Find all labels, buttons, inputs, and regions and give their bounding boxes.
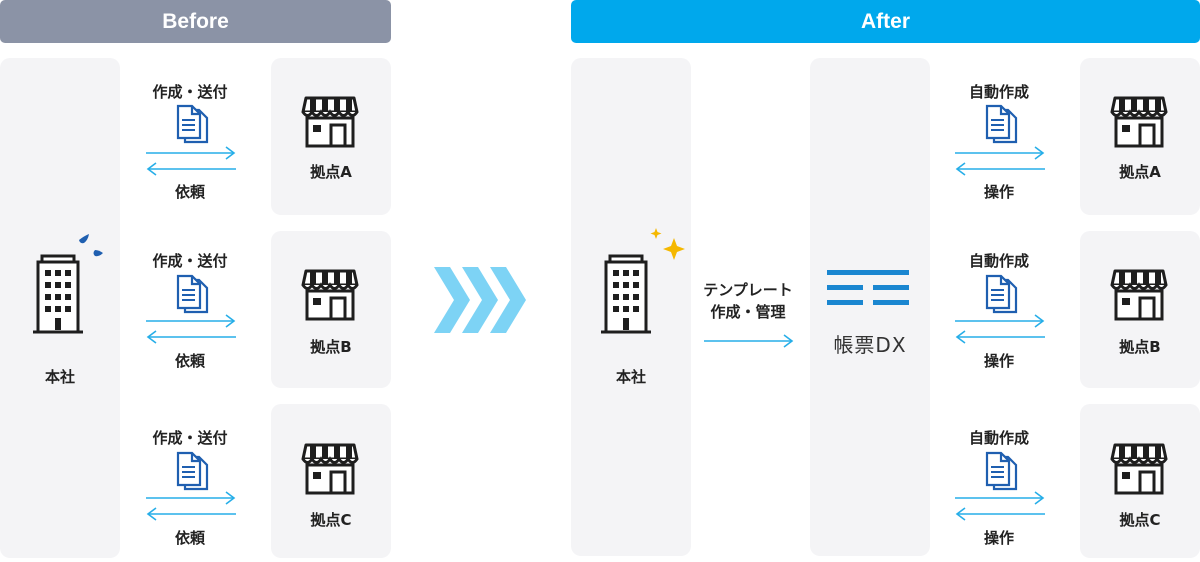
document-stack-icon xyxy=(175,274,209,314)
product-logo-icon xyxy=(827,270,911,320)
document-stack-icon xyxy=(175,104,209,144)
bidirectional-arrow-icon xyxy=(955,314,1045,344)
bidirectional-arrow-icon xyxy=(146,146,236,176)
after-row-c-top-label: 自動作成 xyxy=(968,429,1029,447)
sweat-drop-icon xyxy=(79,234,89,244)
before-row-c-top-label: 作成・送付 xyxy=(152,429,228,447)
storefront-icon xyxy=(1110,96,1168,148)
document-stack-icon xyxy=(984,451,1018,491)
sparkle-icon xyxy=(663,238,685,260)
document-stack-icon xyxy=(984,274,1018,314)
after-row-c-bottom-label: 操作 xyxy=(983,529,1014,547)
chevron-right-icon xyxy=(434,267,526,333)
after-flow-label-line2: 作成・管理 xyxy=(710,303,786,321)
product-name: 帳票DX xyxy=(833,333,907,357)
before-row-a-bottom-label: 依頼 xyxy=(174,183,205,201)
after-hq-label: 本社 xyxy=(615,368,646,386)
after-header: After xyxy=(571,0,1200,43)
after-branch-c-label: 拠点C xyxy=(1119,511,1161,529)
storefront-icon xyxy=(301,443,359,495)
after-row-b-top-label: 自動作成 xyxy=(968,252,1029,270)
after-header-label: After xyxy=(860,9,910,33)
sweat-drop-icon xyxy=(93,250,103,257)
after-row-a-bottom-label: 操作 xyxy=(983,183,1014,201)
before-branch-c-label: 拠点C xyxy=(310,511,352,529)
storefront-icon xyxy=(1110,443,1168,495)
product-panel xyxy=(810,58,930,556)
after-row-b-bottom-label: 操作 xyxy=(983,352,1014,370)
document-stack-icon xyxy=(175,451,209,491)
before-branch-b-label: 拠点B xyxy=(310,338,352,356)
after-row-a-top-label: 自動作成 xyxy=(968,83,1029,101)
bidirectional-arrow-icon xyxy=(955,146,1045,176)
after-branch-b-label: 拠点B xyxy=(1119,338,1161,356)
right-arrow-icon xyxy=(704,334,794,348)
bidirectional-arrow-icon xyxy=(955,491,1045,521)
bidirectional-arrow-icon xyxy=(146,314,236,344)
sparkle-icon xyxy=(650,228,662,239)
before-row-b-bottom-label: 依頼 xyxy=(174,352,205,370)
before-row-c-bottom-label: 依頼 xyxy=(174,529,205,547)
before-row-b-top-label: 作成・送付 xyxy=(152,252,228,270)
before-header-label: Before xyxy=(162,9,229,33)
office-building-icon xyxy=(600,228,690,340)
bidirectional-arrow-icon xyxy=(146,491,236,521)
office-building-icon xyxy=(33,230,113,340)
storefront-icon xyxy=(1110,269,1168,321)
after-branch-a-label: 拠点A xyxy=(1119,163,1161,181)
before-branch-a-label: 拠点A xyxy=(310,163,352,181)
before-hq-label: 本社 xyxy=(44,368,75,386)
document-stack-icon xyxy=(984,104,1018,144)
before-row-a-top-label: 作成・送付 xyxy=(152,83,228,101)
storefront-icon xyxy=(301,269,359,321)
after-flow-label-line1: テンプレート xyxy=(703,281,793,299)
before-header: Before xyxy=(0,0,391,43)
storefront-icon xyxy=(301,96,359,148)
